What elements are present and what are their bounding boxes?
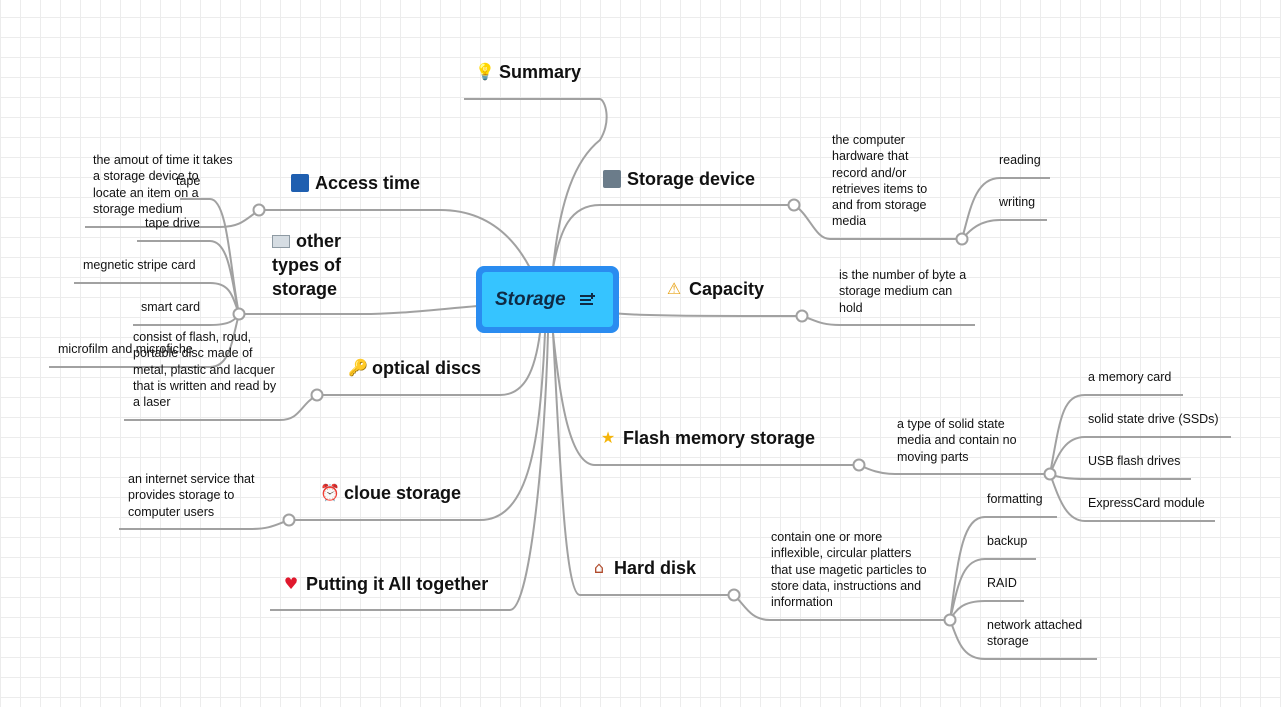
note-icon[interactable]	[579, 292, 596, 307]
folder-icon	[603, 170, 621, 188]
topic-other-types-label: other types of storage	[272, 231, 342, 299]
other-types-smart-card[interactable]: smart card	[141, 300, 201, 314]
flash-ssd[interactable]: solid state drive (SSDs)	[1088, 412, 1219, 426]
topic-storage-device[interactable]: Storage device	[603, 167, 755, 191]
other-types-microfilm[interactable]: microfilm and microfiche	[58, 342, 193, 356]
house-icon: ⌂	[593, 558, 605, 577]
topic-access-time[interactable]: Access time	[291, 171, 420, 195]
hard-disk-raid[interactable]: RAID	[987, 576, 1017, 590]
topic-hard-disk[interactable]: ⌂ Hard disk	[590, 556, 696, 580]
hard-def-toggle[interactable]	[943, 613, 957, 627]
hard-disk-toggle[interactable]	[727, 588, 741, 602]
other-types-magnetic-stripe-card[interactable]: megnetic stripe card	[83, 258, 196, 272]
topic-flash-memory[interactable]: ★ Flash memory storage	[599, 426, 815, 450]
topic-cloue-storage[interactable]: ⏰ cloue storage	[320, 481, 461, 505]
capacity-definition[interactable]: is the number of byte a storage medium c…	[839, 268, 967, 315]
storage-device-def-toggle[interactable]	[955, 232, 969, 246]
topic-capacity-label: Capacity	[689, 279, 765, 299]
topic-summary-label: Summary	[499, 62, 582, 82]
topic-optical-discs[interactable]: 🔑 optical discs	[348, 356, 481, 380]
topic-other-types[interactable]: other types of storage	[272, 229, 350, 301]
cloue-storage-definition[interactable]: an internet service that provides storag…	[128, 472, 255, 519]
optical-discs-toggle[interactable]	[310, 388, 324, 402]
flash-usb-drives[interactable]: USB flash drives	[1088, 454, 1181, 468]
access-time-definition[interactable]: the amout of time it takes a storage dev…	[93, 153, 233, 216]
topic-access-time-label: Access time	[315, 173, 421, 193]
topic-capacity[interactable]: ⚠ Capacity	[665, 277, 764, 301]
key-icon: 🔑	[348, 358, 368, 377]
red-heart-icon: ♥	[283, 574, 299, 593]
flash-memory-definition[interactable]: a type of solid state media and contain …	[897, 417, 1017, 464]
storage-device-definition[interactable]: the computer hardware that record and/or…	[832, 133, 928, 229]
blue-book-icon	[291, 174, 309, 192]
envelope-icon	[272, 235, 290, 248]
flash-memory-card[interactable]: a memory card	[1088, 370, 1172, 384]
cloue-storage-toggle[interactable]	[282, 513, 296, 527]
lightbulb-icon: 💡	[475, 62, 495, 81]
flash-expresscard-module[interactable]: ExpressCard module	[1088, 496, 1205, 510]
central-topic[interactable]: Storage	[476, 266, 619, 333]
storage-device-toggle[interactable]	[787, 198, 801, 212]
warning-icon: ⚠	[666, 279, 682, 298]
other-types-tape-drive[interactable]: tape drive	[145, 216, 200, 230]
topic-putting-together-label: Putting it All together	[306, 574, 489, 594]
hard-disk-backup[interactable]: backup	[987, 534, 1028, 548]
topic-flash-memory-label: Flash memory storage	[623, 428, 816, 448]
flash-def-toggle[interactable]	[1043, 467, 1057, 481]
capacity-toggle[interactable]	[795, 309, 809, 323]
topic-cloue-storage-label: cloue storage	[344, 483, 462, 503]
hard-disk-network-attached-storage[interactable]: network attached storage	[987, 618, 1083, 649]
topic-hard-disk-label: Hard disk	[614, 558, 697, 578]
hard-disk-definition[interactable]: contain one or more inflexible, circular…	[771, 530, 927, 610]
topic-putting-together[interactable]: ♥ Putting it All together	[282, 572, 488, 596]
alarm-clock-icon: ⏰	[320, 483, 340, 502]
star-icon: ★	[600, 428, 616, 447]
flash-memory-toggle[interactable]	[852, 458, 866, 472]
topic-summary[interactable]: 💡 Summary	[475, 60, 581, 84]
storage-device-writing[interactable]: writing	[999, 195, 1036, 209]
other-types-tape[interactable]: tape	[176, 174, 201, 188]
other-types-toggle[interactable]	[232, 307, 246, 321]
topic-optical-discs-label: optical discs	[372, 358, 482, 378]
hard-disk-formatting[interactable]: formatting	[987, 492, 1043, 506]
optical-discs-definition[interactable]: consist of flash, roud, portable disc ma…	[133, 330, 277, 410]
access-time-toggle[interactable]	[252, 203, 266, 217]
central-topic-title: Storage	[495, 288, 566, 310]
storage-device-reading[interactable]: reading	[999, 153, 1041, 167]
topic-storage-device-label: Storage device	[627, 169, 756, 189]
central-topic-body: Storage	[482, 272, 613, 327]
